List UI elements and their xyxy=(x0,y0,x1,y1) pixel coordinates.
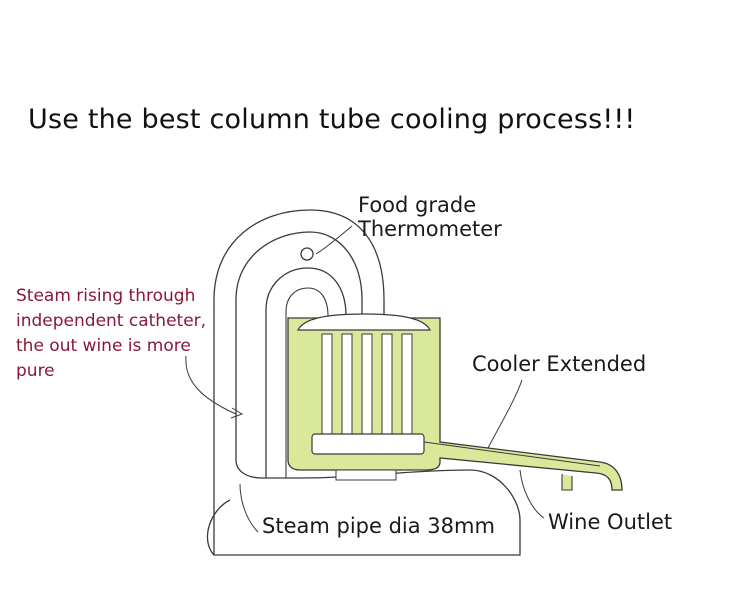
steam-tube xyxy=(265,267,347,478)
column-body xyxy=(213,209,521,556)
leader-thermometer xyxy=(315,225,353,255)
cooler-body xyxy=(287,317,623,491)
cooler-pipe xyxy=(423,441,601,467)
page-title: Use the best column tube cooling process… xyxy=(28,104,636,135)
steam-rising-label: Steam rising through independent cathete… xyxy=(16,284,206,384)
steam-rising-line-1: Steam rising through xyxy=(16,286,196,306)
cooler-support xyxy=(335,469,397,481)
cooler-tube-2 xyxy=(341,333,353,435)
cooler-tube-1 xyxy=(321,333,333,435)
wine-outlet-label: Wine Outlet xyxy=(548,510,673,534)
steam-rising-line-4: pure xyxy=(16,361,55,381)
cooler-tube-5 xyxy=(401,333,413,435)
thermometer-label-line-1: Food grade xyxy=(358,193,477,217)
steam-tube-inner xyxy=(285,287,329,478)
leader-cooler xyxy=(487,379,523,449)
leader-steam xyxy=(185,355,237,415)
leader-steam-pipe xyxy=(239,483,259,533)
leader-wine-outlet xyxy=(519,469,545,519)
steam-pipe-label: Steam pipe dia 38mm xyxy=(262,514,495,538)
cooler-tube-3 xyxy=(361,333,373,435)
thermometer-icon xyxy=(300,247,314,261)
wine-outlet-spout xyxy=(561,474,573,491)
cooler-extended-label: Cooler Extended xyxy=(472,352,647,376)
collector xyxy=(311,433,425,455)
thermometer-label: Food grade Thermometer xyxy=(358,193,502,241)
steam-rising-line-3: the out wine is more xyxy=(16,336,191,356)
steam-rising-line-2: independent catheter, xyxy=(16,311,207,331)
arrow-steam xyxy=(230,407,244,419)
cooler-tube-4 xyxy=(381,333,393,435)
column-base xyxy=(206,499,231,556)
thermometer-label-line-2: Thermometer xyxy=(358,217,502,241)
cooler-dome xyxy=(297,313,431,331)
